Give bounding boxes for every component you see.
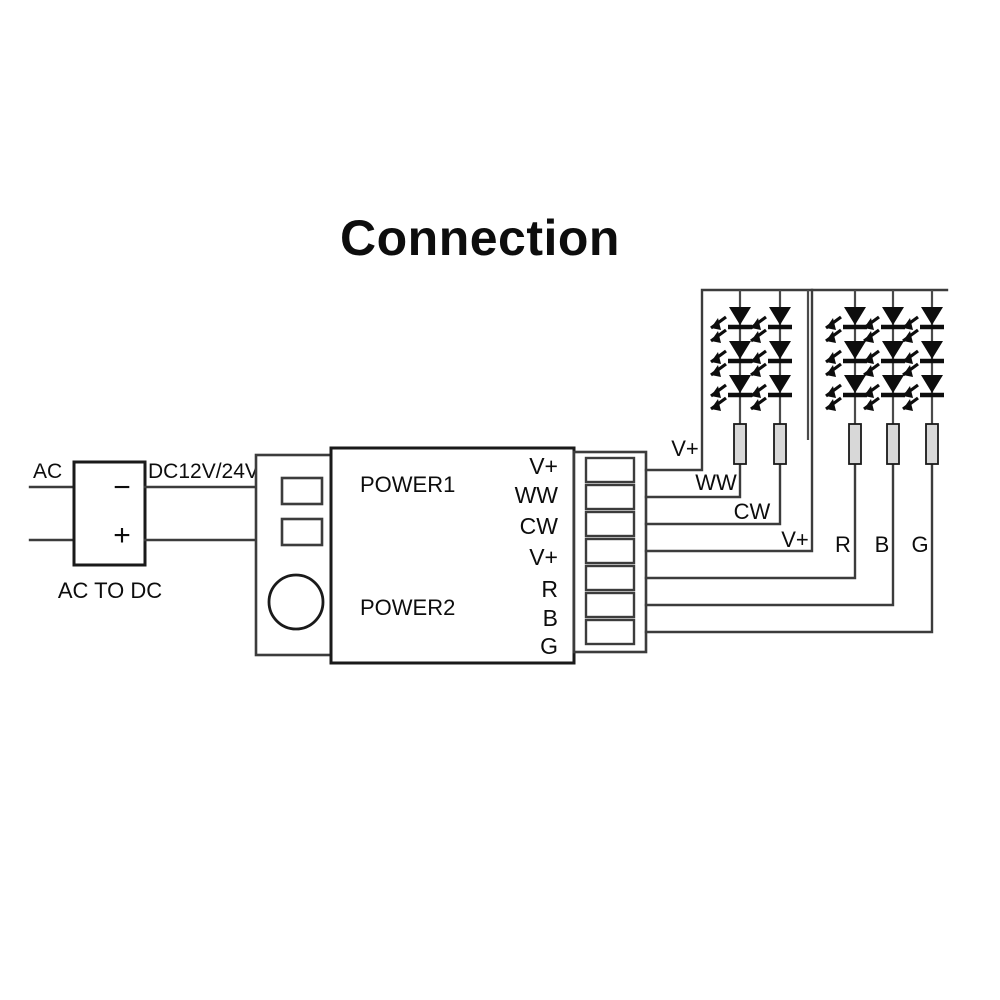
wire-g xyxy=(644,423,934,634)
terminal-label-6: G xyxy=(540,633,558,659)
resistor-cw xyxy=(773,423,787,465)
power1-label: POWER1 xyxy=(360,472,455,497)
page-title: Connection xyxy=(340,210,620,266)
led-b-1 xyxy=(863,307,905,343)
output-wiring: V+ WW CW V+ R B G xyxy=(644,288,949,634)
controller-body xyxy=(329,446,576,665)
wire-label-vplus-cct: V+ xyxy=(671,436,699,461)
wire-label-g: G xyxy=(911,532,928,557)
led-b-2 xyxy=(863,341,905,377)
terminal-label-0: V+ xyxy=(529,453,558,479)
wire-r xyxy=(644,423,857,580)
controller-knob[interactable] xyxy=(267,573,325,631)
wire-b xyxy=(644,423,895,607)
terminal-slot-5[interactable] xyxy=(584,591,636,619)
led-cw-2 xyxy=(750,341,792,377)
ac-input-label: AC xyxy=(33,460,62,483)
led-cw-1 xyxy=(750,307,792,343)
terminal-slot-4[interactable] xyxy=(584,564,636,592)
dc-output-label: DC12V/24V xyxy=(148,460,259,483)
ac-to-dc-box xyxy=(72,460,147,567)
terminal-slot-6[interactable] xyxy=(584,618,636,646)
terminal-slot-2[interactable] xyxy=(584,510,636,538)
led-b-3 xyxy=(863,375,905,411)
led-cw-3 xyxy=(750,375,792,411)
ac-to-dc-supply: − + AC AC TO DC DC12V/24V xyxy=(28,460,259,603)
led-group-cct xyxy=(710,290,792,465)
led-ww-1 xyxy=(710,307,752,343)
terminal-label-4: R xyxy=(541,576,558,602)
wire-vplus-rgb xyxy=(644,288,814,553)
resistor-r xyxy=(848,423,862,465)
wire-label-b: B xyxy=(875,532,890,557)
controller-button-1[interactable] xyxy=(280,476,324,506)
controller-button-2[interactable] xyxy=(280,517,324,547)
led-ww-3 xyxy=(710,375,752,411)
ac-to-dc-caption: AC TO DC xyxy=(58,578,162,603)
terminal-label-2: CW xyxy=(520,513,559,539)
led-g-2 xyxy=(902,341,944,377)
resistor-ww xyxy=(733,423,747,465)
terminal-label-3: V+ xyxy=(529,544,558,570)
wire-label-vplus-rgb: V+ xyxy=(781,527,809,552)
power2-label: POWER2 xyxy=(360,595,455,620)
led-r-3 xyxy=(825,375,867,411)
positive-sign-label: + xyxy=(113,519,131,552)
terminal-slot-0[interactable] xyxy=(584,456,636,484)
led-ww-2 xyxy=(710,341,752,377)
terminal-label-1: WW xyxy=(515,482,559,508)
led-r-2 xyxy=(825,341,867,377)
wire-label-r: R xyxy=(835,532,851,557)
terminal-label-5: B xyxy=(543,605,558,631)
led-g-3 xyxy=(902,375,944,411)
led-controller: POWER1 POWER2 V+ WW CW V+ R B G xyxy=(254,446,648,665)
wire-label-cw: CW xyxy=(734,499,771,524)
terminal-slot-1[interactable] xyxy=(584,483,636,511)
resistor-g xyxy=(925,423,939,465)
led-g-1 xyxy=(902,307,944,343)
terminal-slot-3[interactable] xyxy=(584,537,636,565)
wire-vplus-cct xyxy=(644,288,949,472)
led-r-1 xyxy=(825,307,867,343)
led-group-rgb xyxy=(825,290,944,465)
negative-sign-label: − xyxy=(113,471,131,504)
resistor-b xyxy=(886,423,900,465)
wire-label-ww: WW xyxy=(695,470,737,495)
